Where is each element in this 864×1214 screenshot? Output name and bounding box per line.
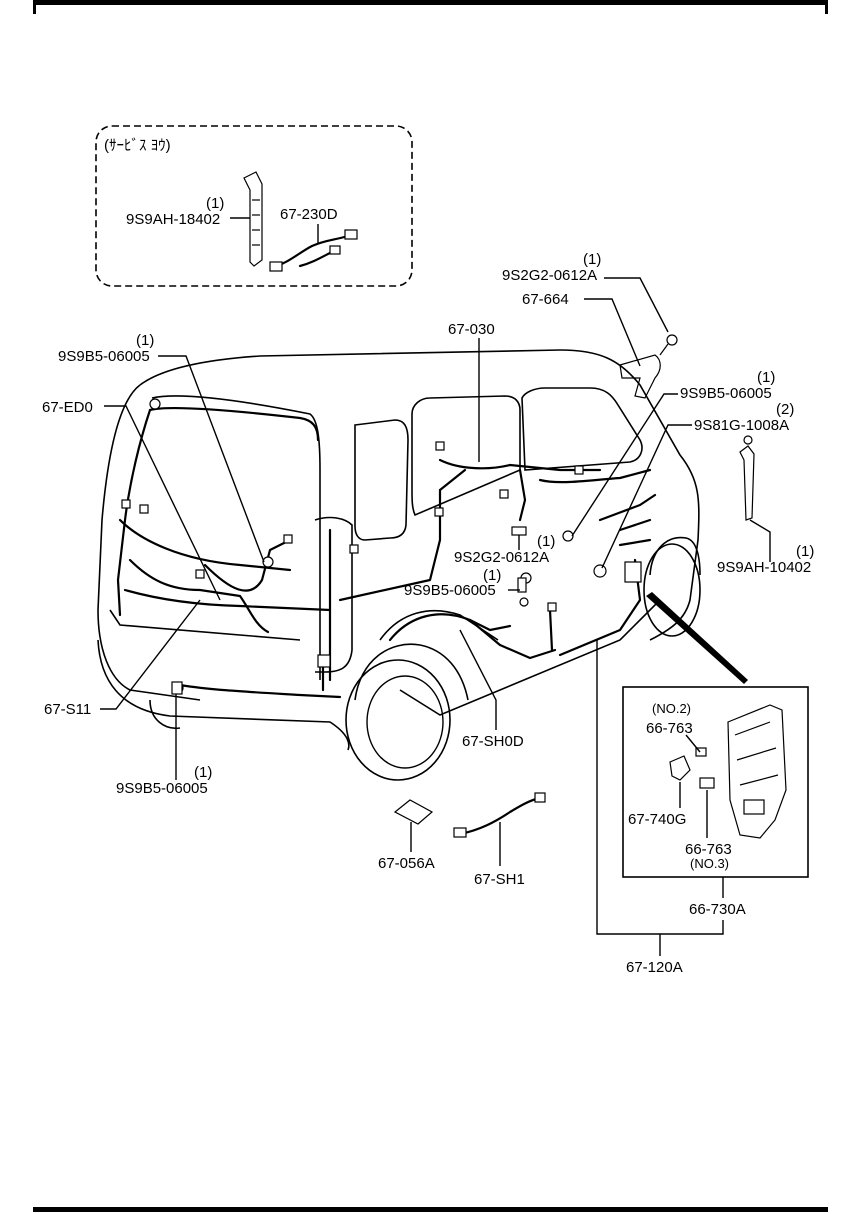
part-labels: (1) 9S2G2-0612A 67-664 67-030 (1) 9S9B5-…	[42, 251, 814, 976]
service-part-code: 67-230D	[280, 206, 338, 223]
part-qty: (1)	[483, 567, 501, 584]
part-qty: (1)	[537, 533, 555, 550]
part-number: 66-763	[646, 720, 693, 737]
part-qty: (1)	[757, 369, 775, 386]
detail-labels: (NO.2) 66-763 67-740G 66-763 (NO.3)	[628, 701, 732, 871]
part-number: 9S9B5-06005	[680, 385, 772, 402]
bolt-icon	[171, 681, 183, 695]
pad-icon	[393, 799, 434, 825]
part-qty: (1)	[136, 332, 154, 349]
bolt-icon	[517, 577, 527, 593]
part-number: 66-730A	[689, 901, 746, 918]
part-qty: (1)	[583, 251, 601, 268]
part-number: 66-763	[685, 841, 732, 858]
sub-harness-icon	[269, 224, 358, 272]
vehicle-body	[97, 349, 701, 781]
cable-tie-icon	[739, 435, 755, 521]
part-number: 67-664	[522, 291, 569, 308]
part-number: 9S9B5-06005	[404, 582, 496, 599]
harness-routing	[116, 398, 657, 699]
connector-number: (NO.2)	[652, 701, 691, 716]
part-number: 67-S11	[44, 701, 91, 718]
service-part-qty: (1)	[206, 195, 224, 212]
leader-lines	[100, 277, 771, 956]
detail-pointer	[646, 592, 748, 684]
detail-box	[622, 686, 809, 878]
part-number: 67-740G	[628, 811, 686, 828]
service-part-code: 9S9AH-18402	[126, 211, 220, 228]
part-qty: (1)	[194, 764, 212, 781]
part-number: 67-030	[448, 321, 495, 338]
connector-number: (NO.3)	[690, 856, 729, 871]
service-box-title: (ｻｰﾋﾞｽ ﾖｳ)	[104, 137, 171, 154]
part-number: 9S2G2-0612A	[502, 267, 597, 284]
part-number: 67-SH0D	[462, 733, 524, 750]
bolt-icon	[511, 526, 527, 536]
part-qty: (2)	[776, 401, 794, 418]
part-number: 9S9B5-06005	[58, 348, 150, 365]
cable-tie-icon	[230, 171, 263, 267]
part-number: 9S81G-1008A	[694, 417, 789, 434]
part-qty: (1)	[796, 543, 814, 560]
part-number: 9S9B5-06005	[116, 780, 208, 797]
page-border-lines	[33, 0, 828, 1212]
part-number: 67-SH1	[474, 871, 525, 888]
bracket-icon	[619, 334, 678, 399]
service-parts-box: (ｻｰﾋﾞｽ ﾖｳ) (1) 9S9AH-18402 67-230D	[95, 125, 413, 287]
part-number: 67-ED0	[42, 399, 93, 416]
part-number: 67-120A	[626, 959, 683, 976]
sub-harness-icon	[453, 792, 546, 838]
part-number: 9S2G2-0612A	[454, 549, 549, 566]
part-number: 9S9AH-10402	[717, 559, 811, 576]
part-number: 67-056A	[378, 855, 435, 872]
